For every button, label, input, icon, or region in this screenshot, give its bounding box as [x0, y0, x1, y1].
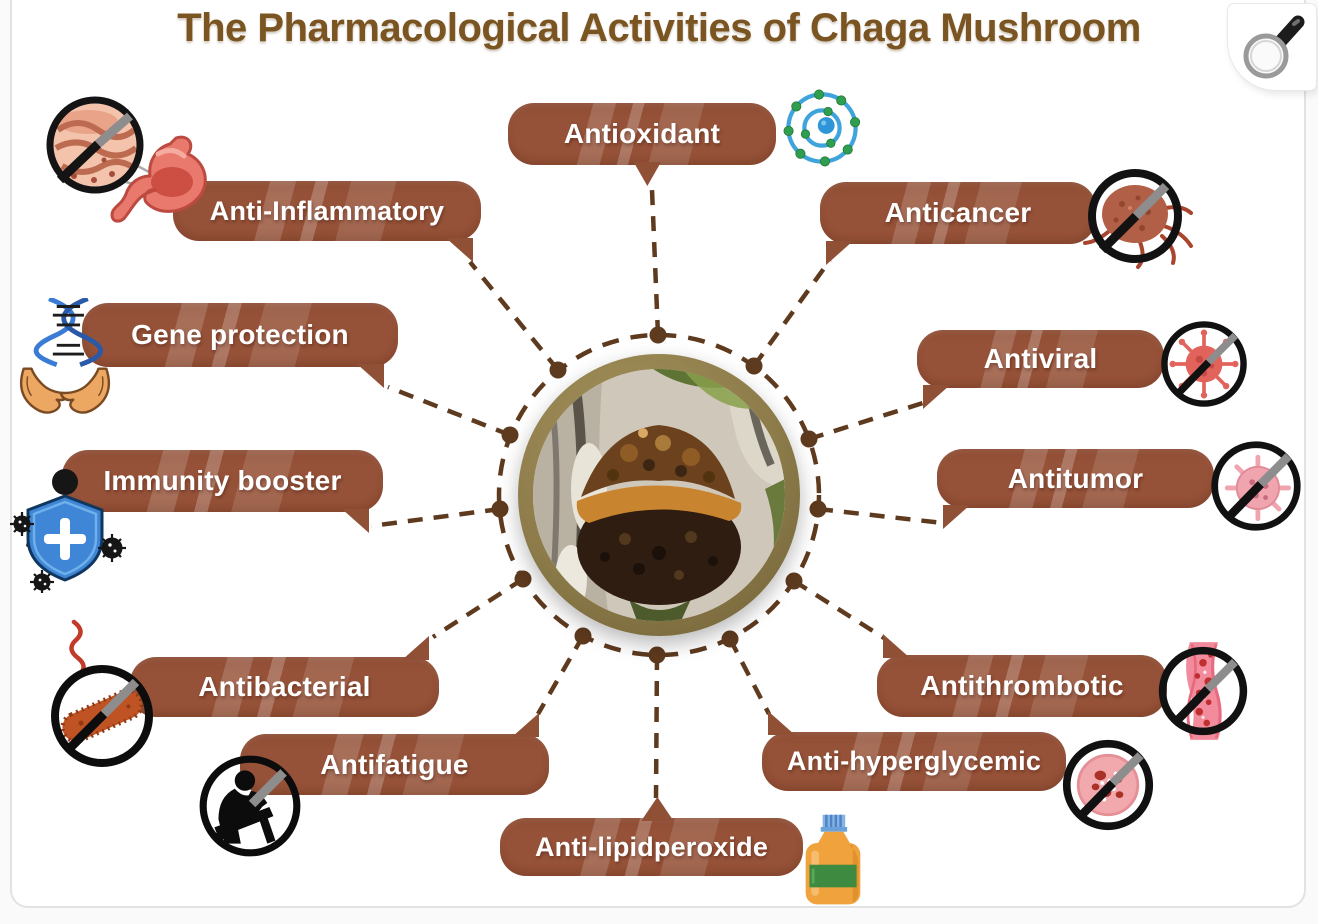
connector-antioxidant: [649, 189, 667, 344]
tumor-cell-prohibited-icon: [1208, 438, 1304, 534]
page-title: The Pharmacological Activities of Chaga …: [177, 6, 1141, 50]
oil-bottle-icon: [800, 812, 866, 908]
magnifier-icon: [1243, 15, 1305, 79]
connector-antibacterial: [431, 570, 532, 639]
banner-label: Gene protection: [131, 319, 349, 350]
banner-label: Anti-lipidperoxide: [534, 831, 769, 862]
blood-sugar-prohibited-icon: [1060, 738, 1156, 832]
banner-label: Immunity booster: [103, 465, 342, 496]
banner-label: Antioxidant: [563, 118, 721, 149]
tired-person-prohibited-icon: [194, 750, 306, 862]
chaga-photo: [533, 369, 785, 621]
connector-antitumor: [809, 500, 944, 526]
banner-anticancer: Anticancer: [820, 182, 1096, 265]
virus-prohibited-icon: [1158, 318, 1250, 410]
connector-antifatigue: [536, 627, 592, 716]
banner-label: Anti-hyperglycemic: [786, 746, 1042, 776]
chaga-photo-art: [533, 369, 785, 621]
banner-antitumor: Antitumor: [937, 449, 1214, 529]
banner-antiviral: Antiviral: [917, 330, 1164, 409]
central-hub: [518, 354, 800, 636]
banner-antihyperglycemic: Anti-hyperglycemic: [762, 711, 1066, 791]
banner-label: Antiviral: [983, 343, 1098, 374]
banner-label: Antithrombotic: [920, 670, 1124, 701]
connector-antiinflammatory: [468, 260, 567, 379]
blood-clot-prohibited-icon: [1156, 642, 1250, 740]
immune-shield-icon: [8, 462, 133, 594]
connector-gene-protection: [387, 384, 519, 444]
dna-hands-icon: [14, 296, 116, 416]
banner-antioxidant: Antioxidant: [508, 103, 776, 186]
connector-anticancer: [745, 258, 832, 375]
connector-antilipidperoxide: [648, 646, 666, 799]
banner-label: Antibacterial: [198, 671, 371, 702]
banner-label: Antifatigue: [320, 748, 469, 780]
stomach-inflammation-prohibited-icon: [38, 88, 208, 243]
banner-antiinflammatory: Anti-Inflammatory: [173, 181, 481, 262]
connector-immunity-booster: [370, 500, 509, 529]
connector-antithrombotic: [785, 572, 886, 640]
banner-label: Antitumor: [1007, 462, 1144, 494]
banner-antithrombotic: Antithrombotic: [877, 634, 1167, 717]
cancer-cell-prohibited-icon: [1078, 164, 1196, 272]
atom-icon: [780, 86, 864, 170]
banner-gene-protection: Gene protection: [82, 303, 398, 388]
banner-label: Anticancer: [884, 197, 1032, 228]
zoom-button[interactable]: [1228, 4, 1316, 90]
bacteria-prohibited-icon: [40, 618, 165, 768]
connector-antiviral: [800, 400, 924, 448]
banner-label: Anti-Inflammatory: [209, 195, 445, 226]
banner-antibacterial: Antibacterial: [130, 636, 439, 717]
connector-antihyperglycemic: [721, 630, 771, 716]
banner-antilipidperoxide: Anti-lipidperoxide: [500, 797, 803, 876]
banner-immunity-booster: Immunity booster: [62, 450, 383, 533]
